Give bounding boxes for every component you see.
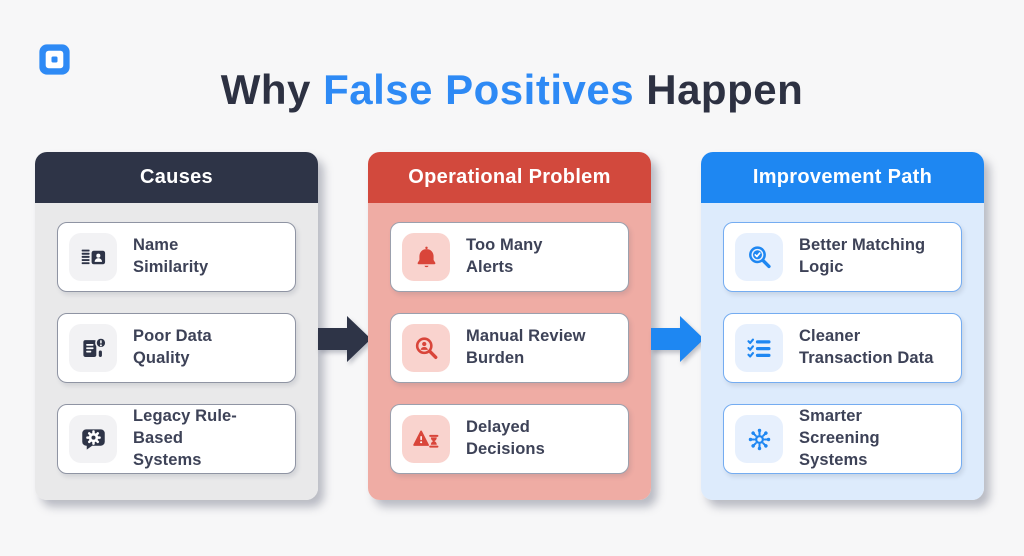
page-title: Why False Positives Happen (0, 66, 1024, 114)
contact-card-icon (81, 249, 105, 264)
title-highlight: False Positives (323, 66, 635, 113)
icon-tile (402, 233, 450, 281)
checklist-icon (746, 338, 771, 358)
title-pre: Why (220, 66, 324, 113)
search-check-icon (748, 245, 771, 268)
icon-tile (735, 324, 783, 372)
card-smarter-screening-systems: Smarter Screening Systems (723, 404, 962, 474)
arrow-right-icon (651, 316, 704, 362)
column-header: Causes (35, 152, 318, 203)
column-header: Operational Problem (368, 152, 651, 203)
document-alert-icon (82, 336, 107, 357)
icon-tile (69, 324, 117, 372)
search-user-icon (415, 336, 437, 359)
card-too-many-alerts: Too Many Alerts (390, 222, 629, 292)
icon-tile (735, 233, 783, 281)
column-body: Better Matching Logic (701, 203, 984, 500)
icon-tile (69, 415, 117, 463)
square-logo-icon (39, 44, 70, 75)
card-poor-data-quality: Poor Data Quality (57, 313, 296, 383)
column-body: Too Many Alerts Manual Review Burden (368, 203, 651, 500)
column-causes: Causes (35, 152, 318, 500)
card-name-similarity: Name Similarity (57, 222, 296, 292)
card-label: Cleaner Transaction Data (799, 327, 934, 367)
icon-tile (402, 415, 450, 463)
column-improvement-path: Improvement Path Better Matching Logic (701, 152, 984, 500)
warning-hourglass-icon (412, 430, 438, 448)
chat-gear-icon (81, 428, 105, 450)
column-header: Improvement Path (701, 152, 984, 203)
icon-tile (69, 233, 117, 281)
card-manual-review-burden: Manual Review Burden (390, 313, 629, 383)
network-hub-icon (748, 428, 770, 450)
card-label: Smarter Screening Systems (799, 407, 880, 469)
card-label: Poor Data Quality (133, 327, 212, 367)
card-label: Manual Review Burden (466, 327, 586, 367)
card-cleaner-transaction-data: Cleaner Transaction Data (723, 313, 962, 383)
icon-tile (735, 415, 783, 463)
icon-tile (402, 324, 450, 372)
card-label: Legacy Rule-Based Systems (133, 407, 237, 469)
card-label: Better Matching Logic (799, 236, 926, 276)
card-legacy-rule-based-systems: Legacy Rule-Based Systems (57, 404, 296, 474)
card-better-matching-logic: Better Matching Logic (723, 222, 962, 292)
card-label: Name Similarity (133, 236, 209, 276)
card-label: Delayed Decisions (466, 418, 545, 458)
card-label: Too Many Alerts (466, 236, 543, 276)
column-body: Name Similarity (35, 203, 318, 500)
bell-icon (417, 246, 435, 267)
title-post: Happen (634, 66, 804, 113)
card-delayed-decisions: Delayed Decisions (390, 404, 629, 474)
arrow-right-icon (318, 316, 371, 362)
column-operational-problem: Operational Problem Too Many Alerts (368, 152, 651, 500)
